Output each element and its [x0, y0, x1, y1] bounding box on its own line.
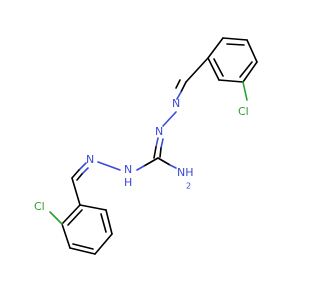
- lower-nh-n-bond: [97, 161, 121, 171]
- central-c-nh2-bond-b: [169, 164, 177, 169]
- lower-n-ch-double-1: [78, 162, 87, 171]
- lower-chlorine-label: Cl: [34, 200, 45, 213]
- upper-benzene-ring: [207, 37, 258, 83]
- molecule-diagram: Cl N N NH 2 H N N Cl: [34, 37, 258, 255]
- central-c-nh2-bond: [157, 157, 171, 166]
- upper-ch-n-double-2: [175, 79, 181, 89]
- upper-aryl-ch-bond: [185, 57, 209, 83]
- upper-n-n-bond: [162, 111, 177, 127]
- lower-n-ch-double-2: [81, 167, 89, 175]
- guanidine-n-c-double-2: [160, 138, 164, 149]
- upper-ch-n-double-1: [180, 81, 187, 93]
- amino-nh2-subscript: 2: [186, 182, 191, 191]
- upper-hydrazone-n-label: N: [155, 125, 163, 138]
- lower-c-cl-bond: [49, 211, 63, 225]
- lower-n-ch-double-2b: [76, 173, 83, 181]
- amino-nh2-label: NH: [177, 166, 194, 179]
- lower-imine-n-label: N: [86, 153, 94, 166]
- lower-nh-h-label: H: [124, 176, 132, 189]
- upper-imine-n-label: N: [172, 97, 180, 110]
- guanidine-n-c-double-1: [155, 137, 159, 148]
- upper-c-cl-bond: [242, 81, 248, 101]
- lower-n-ch-double-1b: [71, 169, 80, 179]
- lower-benzene-ring: [61, 204, 113, 255]
- guanidine-n-c-double-1b: [153, 146, 157, 159]
- guanidine-n-c-double-2b: [159, 147, 162, 158]
- upper-chlorine-label: Cl: [238, 105, 249, 118]
- lower-ch-aryl-bond: [71, 177, 81, 206]
- central-c-nh-bond-b: [136, 165, 145, 171]
- upper-ch-n-double-1b: [176, 91, 182, 100]
- central-c-nh-bond: [143, 157, 159, 167]
- lower-nh-n-label: N: [124, 163, 132, 176]
